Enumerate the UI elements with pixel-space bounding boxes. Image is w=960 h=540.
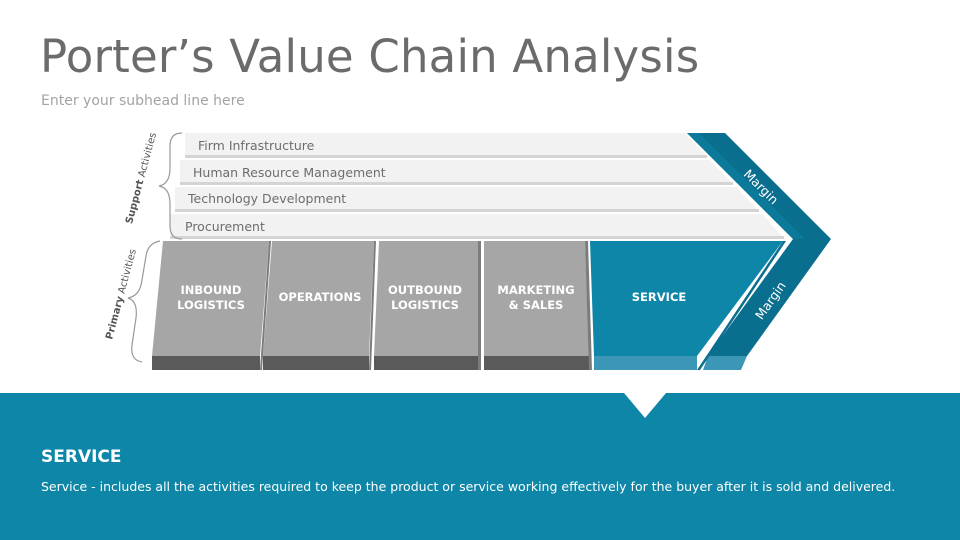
support-bar-shadow (175, 209, 759, 212)
margin-bottom-arm[interactable] (708, 239, 831, 356)
page-subtitle: Enter your subhead line here (41, 93, 245, 109)
primary-block-marketing-sales[interactable] (484, 241, 589, 356)
margin-chevron: Margin Margin (687, 133, 831, 370)
block-base-service (594, 356, 697, 370)
support-bar-shadow (185, 155, 707, 158)
support-label-human-resource: Human Resource Management (193, 165, 386, 180)
support-label-procurement: Procurement (185, 219, 265, 234)
block-base (263, 356, 369, 370)
primary-activities-label: Primary Activities (104, 248, 139, 341)
support-activities-label: Support Activities (124, 132, 159, 226)
support-label-firm-infrastructure: Firm Infrastructure (198, 138, 315, 153)
block-side (585, 241, 592, 370)
block-side (260, 241, 271, 370)
primary-activities: INBOUND LOGISTICS OPERATIONS OUTBOUND LO… (152, 241, 786, 370)
margin-bottom-base (703, 356, 747, 370)
block-side (478, 241, 481, 370)
support-bar-firm-infrastructure[interactable] (185, 133, 707, 157)
brace-primary (127, 240, 161, 363)
info-heading: SERVICE (41, 447, 122, 467)
primary-label-marketing-1: MARKETING (497, 283, 574, 297)
support-bar-shadow (180, 182, 733, 185)
support-activities: Firm Infrastructure Human Resource Manag… (170, 133, 784, 239)
page-title: Porter’s Value Chain Analysis (40, 30, 700, 83)
block-base (374, 356, 478, 370)
margin-top-arm-shade (687, 133, 805, 239)
support-bar-human-resource[interactable] (180, 160, 733, 184)
primary-label-marketing-2: & SALES (509, 298, 564, 312)
block-base (152, 356, 260, 370)
brace-support (158, 132, 183, 240)
primary-label-operations: OPERATIONS (279, 290, 362, 304)
info-panel: SERVICE Service - includes all the activ… (0, 393, 960, 540)
support-bar-shadow (170, 236, 784, 239)
info-description: Service - includes all the activities re… (41, 479, 896, 494)
block-side (369, 241, 376, 370)
value-chain-diagram: Firm Infrastructure Human Resource Manag… (104, 132, 831, 370)
primary-label-outbound-1: OUTBOUND (388, 283, 462, 297)
block-side-service (697, 241, 786, 370)
primary-label-service: SERVICE (632, 290, 687, 304)
block-base (484, 356, 589, 370)
primary-block-outbound-logistics[interactable] (374, 241, 478, 356)
primary-label-outbound-2: LOGISTICS (391, 298, 459, 312)
support-bar-technology[interactable] (175, 187, 759, 211)
primary-label-inbound-2: LOGISTICS (177, 298, 245, 312)
info-pointer (624, 393, 666, 418)
support-bar-procurement[interactable] (170, 214, 784, 238)
support-label-technology: Technology Development (187, 191, 346, 206)
primary-block-service[interactable] (590, 241, 783, 356)
primary-block-inbound-logistics[interactable] (152, 241, 269, 356)
primary-label-inbound-1: INBOUND (181, 283, 242, 297)
primary-block-operations[interactable] (263, 241, 374, 356)
